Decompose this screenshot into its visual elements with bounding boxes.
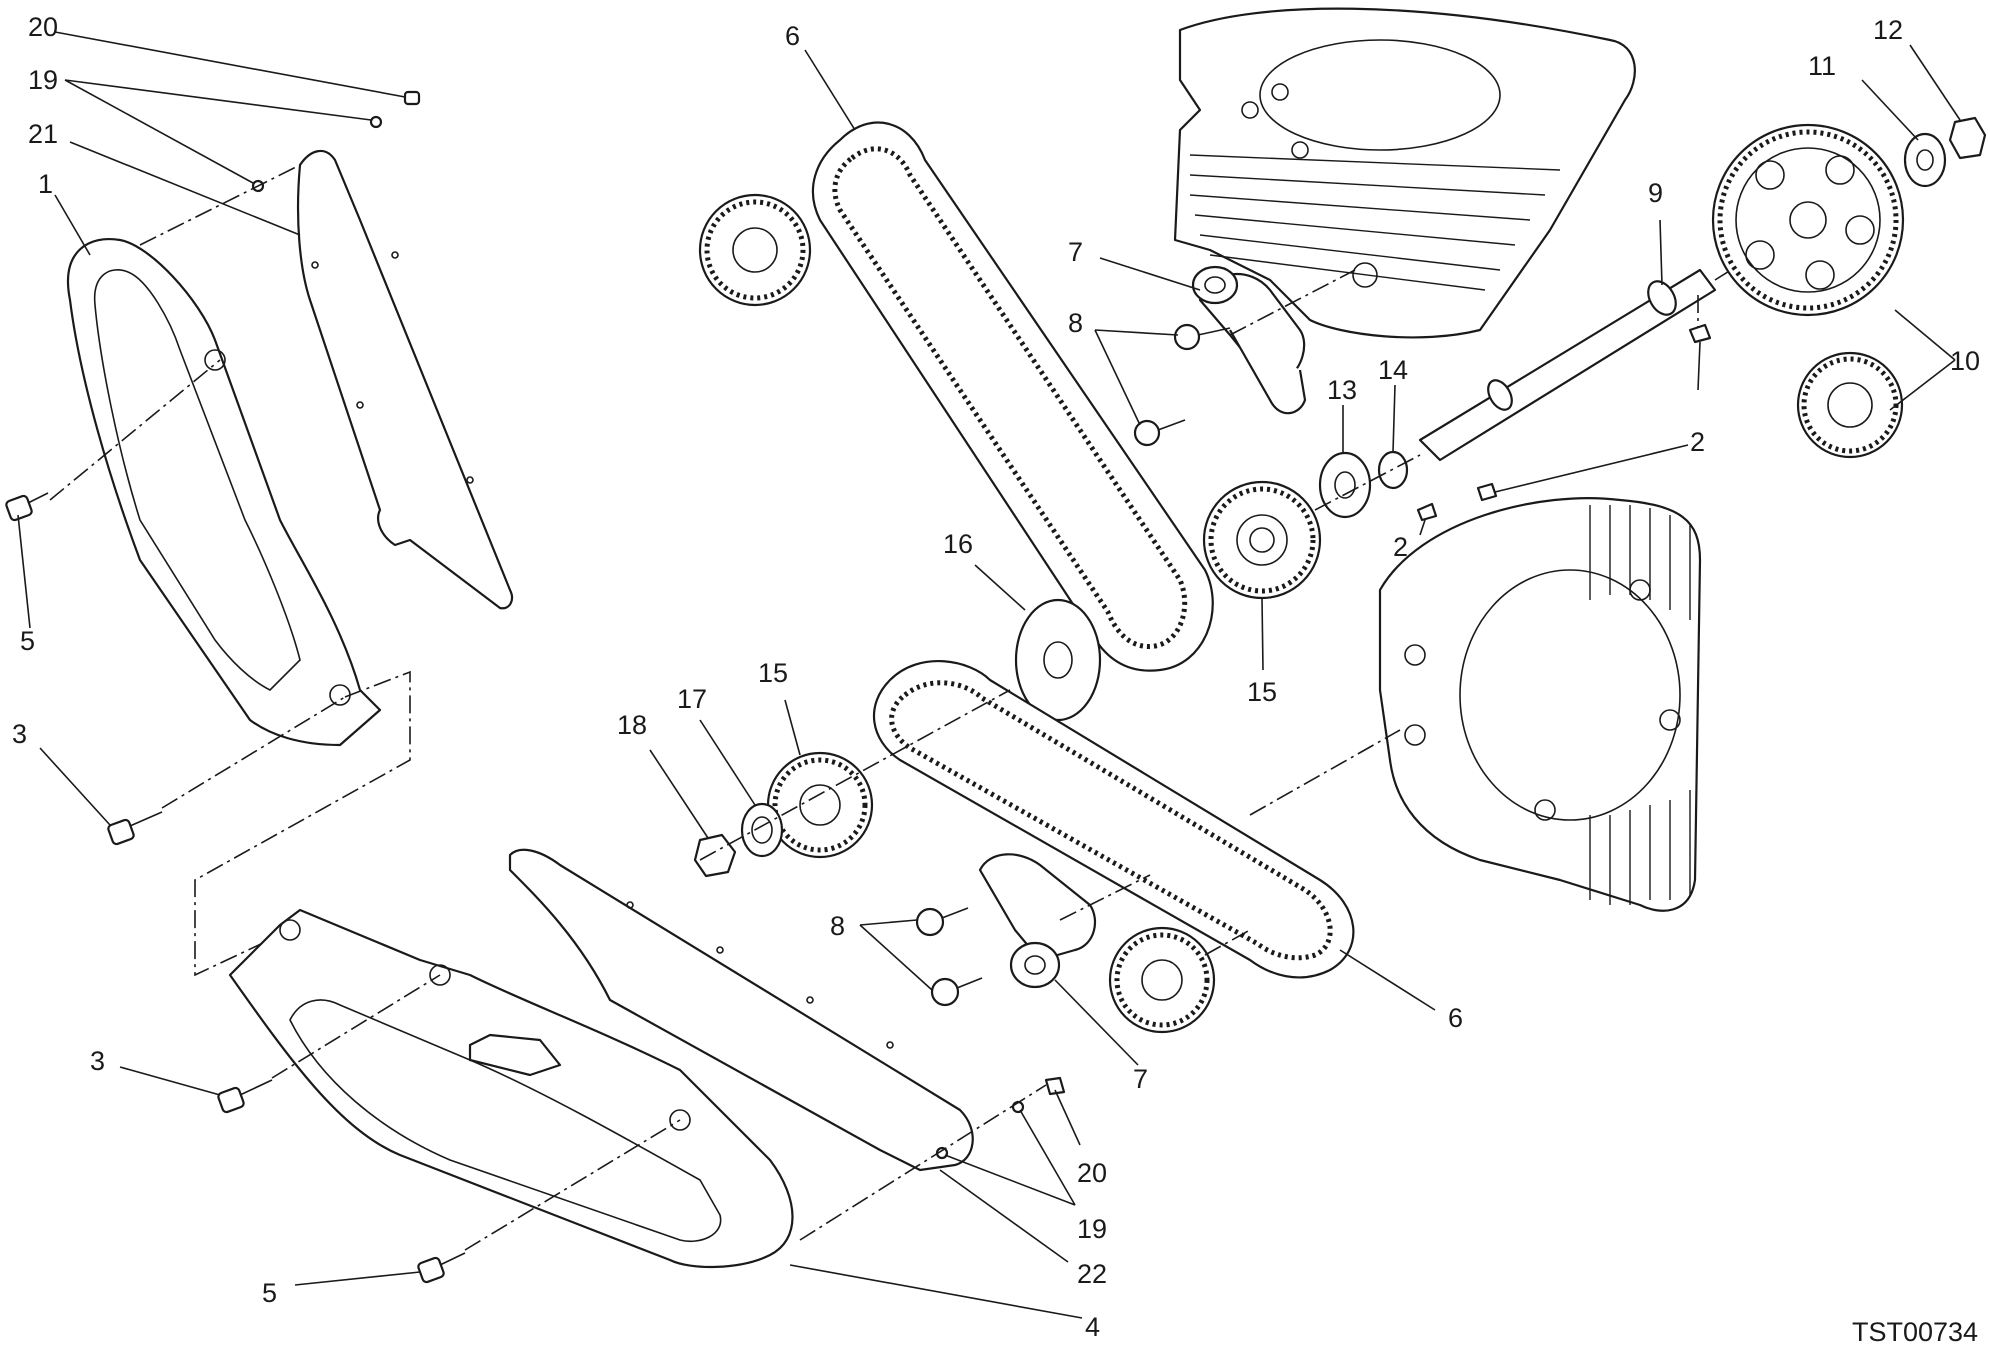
screw-20-lower	[1044, 1076, 1066, 1096]
screw-20-upper	[403, 90, 421, 106]
small-cam-gear	[1796, 351, 1904, 459]
callout-4: 4	[1085, 1312, 1100, 1342]
callout-15: 15	[1247, 677, 1277, 707]
callout-6: 6	[1448, 1003, 1463, 1033]
callout-7: 7	[1133, 1064, 1148, 1094]
callout-16: 16	[943, 529, 973, 559]
screw-8-upper-b	[1133, 419, 1186, 447]
callout-1: 1	[38, 169, 53, 199]
upper-tensioner	[1191, 265, 1307, 415]
callout-18: 18	[617, 710, 647, 740]
key-2-upper	[1688, 323, 1712, 344]
screw-3-upper	[107, 811, 163, 846]
lower-tensioner	[978, 853, 1097, 989]
callout-22: 22	[1077, 1259, 1107, 1289]
callout-15: 15	[758, 658, 788, 688]
callout-10: 10	[1950, 346, 1980, 376]
cylinder-upper	[1173, 7, 1636, 339]
callout-9: 9	[1648, 178, 1663, 208]
upper-belt-cover	[67, 238, 382, 747]
callout-6: 6	[785, 21, 800, 51]
bearing-17	[740, 802, 784, 858]
key-2-mid-b	[1416, 502, 1438, 522]
lower-belt-cover	[228, 908, 794, 1269]
lower-timing-belt	[872, 660, 1355, 979]
callout-8: 8	[1068, 308, 1083, 338]
callout-2: 2	[1690, 427, 1705, 457]
cylinder-head	[1378, 497, 1702, 912]
callout-5: 5	[262, 1278, 277, 1308]
callout-17: 17	[677, 684, 707, 714]
screw-5-upper	[5, 492, 49, 522]
callout-20: 20	[28, 12, 58, 42]
screw-3-lower	[217, 1079, 273, 1114]
camshaft	[1418, 268, 1717, 462]
screw-8-upper-a	[1173, 323, 1231, 351]
washer-13	[1318, 451, 1372, 519]
callout-8: 8	[830, 911, 845, 941]
washer-16	[1014, 598, 1102, 722]
upper-cover-gasket	[296, 149, 514, 610]
screw-5-lower	[417, 1252, 466, 1284]
leader-lines	[17, 31, 1961, 1319]
callout-14: 14	[1378, 355, 1408, 385]
mid-pulley	[1202, 480, 1322, 600]
screw-8-lower-b	[930, 977, 983, 1007]
callout-2: 2	[1393, 532, 1408, 562]
key-2-mid-a	[1476, 482, 1498, 502]
callout-12: 12	[1873, 15, 1903, 45]
large-cam-gear	[1711, 123, 1905, 317]
nut-18	[693, 833, 737, 878]
callout-3: 3	[12, 719, 27, 749]
nut-12	[1948, 116, 1987, 160]
screw-8-lower-a	[915, 907, 969, 937]
lower-pulley	[766, 751, 874, 859]
washer-11	[1903, 132, 1947, 188]
callout-19: 19	[28, 65, 58, 95]
callout-3: 3	[90, 1046, 105, 1076]
drawing-code: TST00734	[1852, 1317, 1978, 1347]
upper-timing-belt	[811, 121, 1214, 672]
callout-labels: 20 19 21 1 5 3 6 7 8 9 12 11 10 13 14 2 …	[12, 12, 1980, 1342]
callout-7: 7	[1068, 237, 1083, 267]
callout-11: 11	[1808, 51, 1836, 81]
callout-5: 5	[20, 626, 35, 656]
callout-13: 13	[1327, 375, 1357, 405]
lower-cover-gasket	[508, 848, 974, 1172]
callout-20: 20	[1077, 1158, 1107, 1188]
upper-left-pulley	[698, 193, 812, 307]
washer-19-upper-a	[369, 115, 383, 129]
callout-19: 19	[1077, 1214, 1107, 1244]
callout-21: 21	[28, 119, 58, 149]
lower-right-pulley	[1108, 926, 1216, 1034]
